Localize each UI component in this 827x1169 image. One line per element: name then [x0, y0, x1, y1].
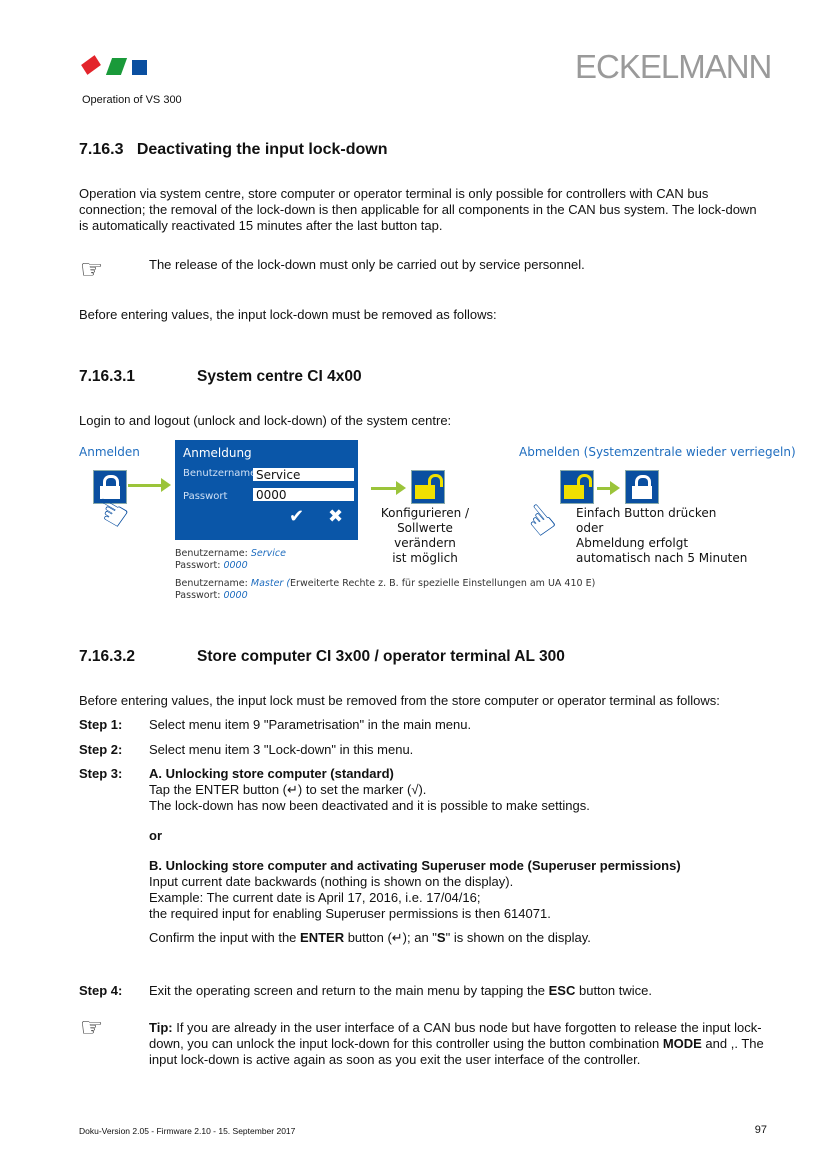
dialog-title: Anmeldung [183, 446, 252, 460]
subsection-title: Store computer CI 3x00 / operator termin… [197, 648, 565, 665]
option-a-line: The lock-down has now been deactivated a… [149, 798, 590, 813]
store-intro: Before entering values, the input lock m… [79, 693, 720, 708]
s-marker: S [436, 930, 446, 945]
subsection-heading-2: 7.16.3.2 Store computer CI 3x00 / operato… [79, 648, 565, 666]
logout-line: oder [576, 521, 604, 535]
cred-user: Master ( [250, 578, 291, 589]
text: button twice. [575, 983, 652, 998]
section-title: Deactivating the input lock-down [136, 141, 388, 158]
arrow-icon [371, 481, 406, 495]
logout-line: Abmeldung erfolgt [576, 536, 689, 550]
tip-text: Tip: If you are already in the user inte… [149, 1020, 769, 1068]
cred-pass: 0000 [223, 590, 248, 601]
locked-lock-icon [93, 470, 127, 504]
logout-label: Abmelden (Systemzentrale wieder verriege… [519, 445, 796, 459]
password-input[interactable]: 0000 [253, 488, 354, 502]
result-line: Sollwerte verändern [394, 521, 456, 550]
option-b-line: Example: The current date is April 17, 2… [149, 890, 481, 905]
unlocked-lock-icon [411, 470, 445, 504]
section-heading: 7.16.3 Deactivating the input lock-down [79, 141, 388, 159]
unlocked-lock-icon [560, 470, 594, 504]
step-text: Exit the operating screen and return to … [149, 983, 769, 999]
note-text: The release of the lock-down must only b… [149, 257, 585, 272]
step-label: Step 1: [79, 717, 123, 732]
step-3-text: A. Unlocking store computer (standard) T… [149, 766, 769, 946]
confirm-line: Confirm the input with the ENTER button … [149, 930, 769, 946]
locked-lock-icon [625, 470, 659, 504]
option-b-title: B. Unlocking store computer and activati… [149, 858, 681, 873]
enter-key: ENTER [300, 930, 345, 945]
text: Confirm the input with the [149, 930, 301, 945]
subsection-title: System centre CI 4x00 [197, 368, 362, 385]
text: button (↵); an " [344, 930, 437, 945]
cred-pass: 0000 [223, 560, 248, 571]
page-number: 97 [754, 1124, 767, 1136]
username-label: Benutzername [183, 468, 257, 479]
logout-line: automatisch nach 5 Minuten [576, 551, 748, 565]
header-subtitle: Operation of VS 300 [82, 94, 182, 106]
section-number: 7.16.3 [79, 141, 124, 158]
login-intro: Login to and logout (unlock and lock-dow… [79, 413, 452, 428]
text: Exit the operating screen and return to … [149, 983, 549, 998]
cred-label: Benutzername: [175, 578, 251, 589]
footer-version: Doku-Version 2.05 - Firmware 2.10 - 15. … [79, 1126, 296, 1136]
hand-tap-icon: ☝ [516, 495, 565, 547]
cred-label: Passwort: [175, 590, 224, 601]
login-dialog: Anmeldung Benutzername Service Passwort … [175, 440, 358, 540]
logout-line: Einfach Button drücken [576, 506, 717, 520]
arrow-icon [597, 481, 620, 495]
step-label: Step 2: [79, 742, 123, 757]
step-label: Step 4: [79, 983, 123, 998]
mode-key: MODE [662, 1036, 702, 1051]
cred-user: Service [250, 548, 286, 559]
brand-logo-text: ECKELMANN [575, 48, 772, 85]
option-b-line: Input current date backwards (nothing is… [149, 874, 514, 889]
subsection-heading-1: 7.16.3.1 System centre CI 4x00 [79, 368, 362, 386]
pointing-hand-icon: ☞ [80, 254, 104, 284]
tip-label: Tip: [149, 1020, 173, 1035]
username-input[interactable]: Service [253, 468, 354, 482]
text: " is shown on the display. [445, 930, 591, 945]
pointing-hand-icon: ☞ [80, 1012, 104, 1042]
step-label: Step 3: [79, 766, 123, 781]
result-line: Konfigurieren / [380, 506, 470, 520]
intro-paragraph: Operation via system centre, store compu… [79, 186, 757, 233]
logo [80, 55, 150, 80]
option-a-line: Tap the ENTER button (↵) to set the mark… [149, 782, 427, 797]
arrow-icon [128, 478, 171, 492]
step-text: Select menu item 9 "Parametrisation" in … [149, 717, 472, 732]
esc-key: ESC [548, 983, 576, 998]
password-label: Passwort [183, 491, 228, 502]
step-text: Select menu item 3 "Lock-down" in this m… [149, 742, 414, 757]
subsection-number: 7.16.3.1 [79, 368, 136, 385]
option-b-line: the required input for enabling Superuse… [149, 906, 551, 921]
text: and ,. The input lock-down is active aga… [149, 1036, 764, 1067]
cancel-x-icon[interactable]: ✖ [328, 506, 344, 527]
credentials-master: Benutzername: Master (Erweiterte Rechte … [175, 578, 595, 602]
cred-label: Benutzername: [175, 548, 251, 559]
login-label: Anmelden [79, 445, 140, 459]
subsection-number: 7.16.3.2 [79, 648, 136, 665]
cred-note: Erweiterte Rechte z. B. für spezielle Ei… [290, 578, 596, 589]
text: If you are already in the user interface… [149, 1020, 762, 1051]
or-text: or [149, 828, 162, 843]
before-text: Before entering values, the input lock-d… [79, 307, 497, 322]
option-a-title: A. Unlocking store computer (standard) [149, 766, 394, 781]
cred-label: Passwort: [175, 560, 224, 571]
confirm-check-icon[interactable]: ✔ [289, 506, 305, 527]
result-line: ist möglich [392, 551, 458, 565]
